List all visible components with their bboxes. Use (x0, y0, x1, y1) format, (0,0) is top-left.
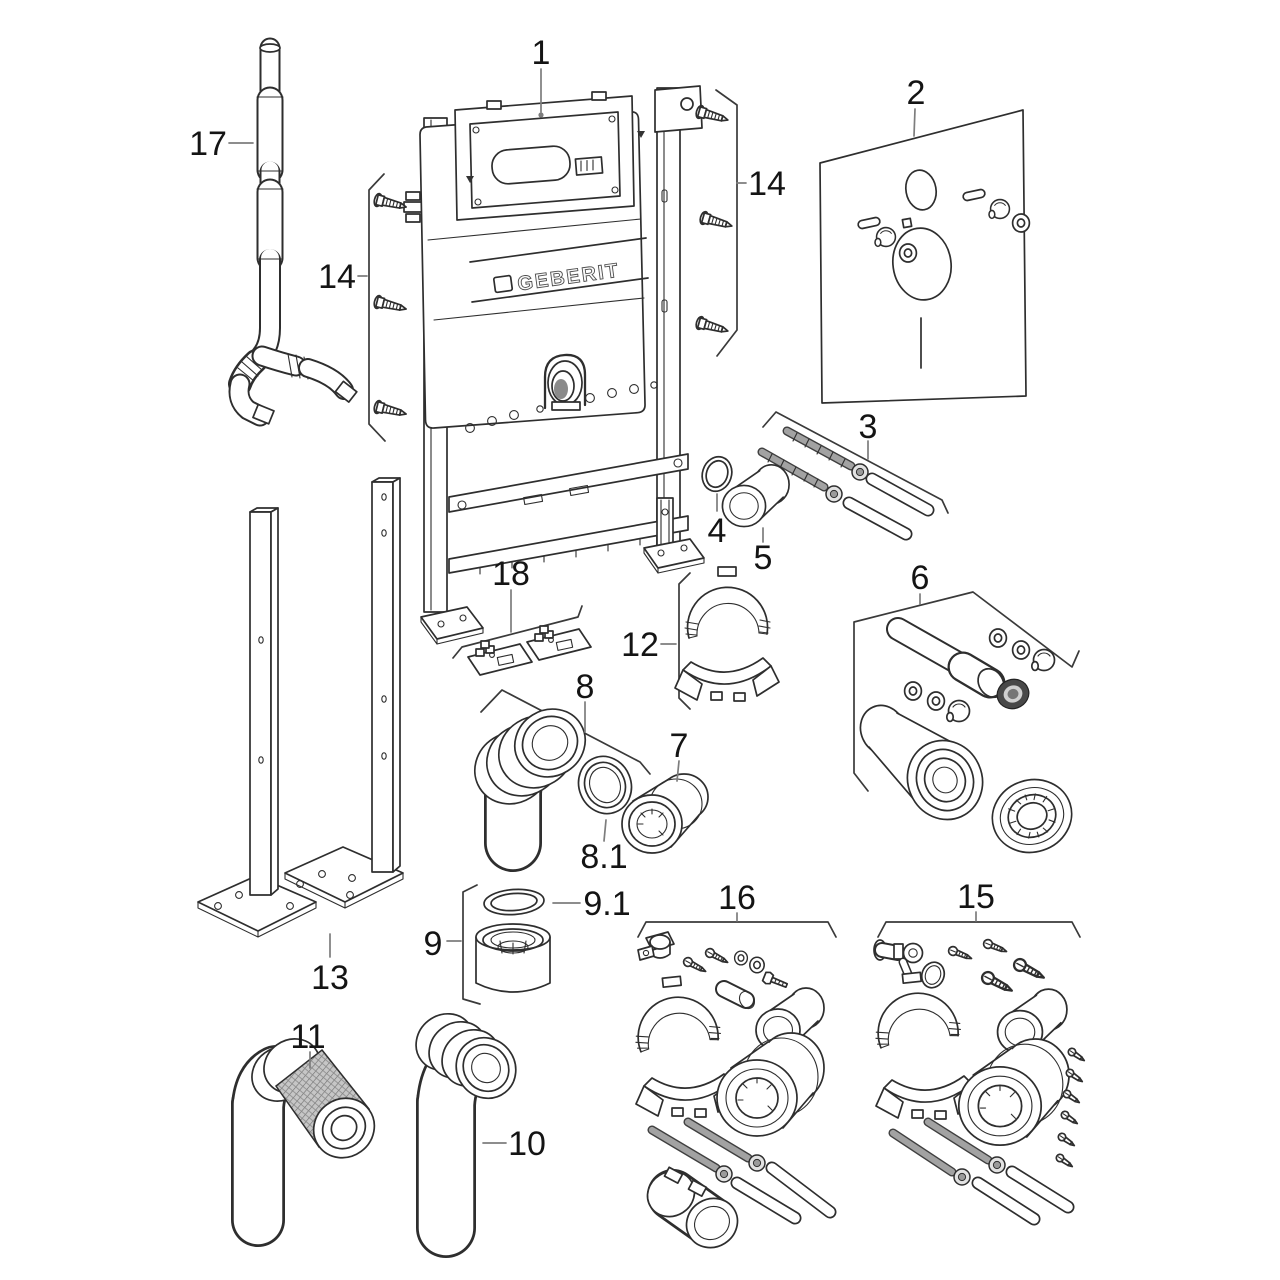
part-13-floor-posts (197, 477, 404, 938)
label-part-15: 15 (957, 878, 995, 916)
label-part-13: 13 (311, 959, 349, 997)
part-3-rod-set (757, 411, 949, 541)
part-16-accessory-set (628, 921, 837, 1249)
part-14-screws-right (693, 89, 738, 357)
part-14-screws-left (368, 173, 409, 442)
part-10-long-elbow (415, 1012, 517, 1258)
part-4-seal-ring (701, 455, 733, 493)
label-part-16: 16 (718, 879, 756, 917)
label-part-12: 12 (621, 626, 659, 664)
label-part-10: 10 (508, 1125, 546, 1163)
leader-lines (228, 68, 977, 1144)
part-1-cistern-frame: GEBERIT (403, 85, 705, 645)
part-8-outlet-elbow (473, 689, 651, 872)
part-9-1-seal (483, 888, 545, 916)
label-part-8-1: 8.1 (580, 838, 627, 876)
part-7-connector-sleeve (621, 773, 709, 854)
label-part-5: 5 (754, 539, 773, 577)
label-part-1: 1 (532, 34, 551, 72)
part-11-knurled-elbow (231, 1038, 376, 1247)
label-part-8: 8 (576, 668, 595, 706)
part-6-connection-set (853, 591, 1080, 854)
part-8-1-seal (577, 755, 633, 815)
part-17-water-supply-pipe (228, 37, 358, 427)
label-part-6: 6 (911, 559, 930, 597)
label-part-18: 18 (492, 555, 530, 593)
label-part-11: 11 (290, 1018, 325, 1056)
part-12-pipe-clamp (674, 566, 780, 710)
label-part-14-right: 14 (748, 165, 786, 203)
part-9-inlet-sleeve (462, 884, 551, 1005)
label-part-2: 2 (907, 74, 926, 112)
label-part-14-left: 14 (318, 258, 356, 296)
label-part-3: 3 (859, 408, 878, 446)
part-2-insulation-mat (819, 109, 1031, 404)
part-18-fastening-plates (452, 605, 592, 676)
label-part-17: 17 (189, 125, 227, 163)
label-part-4: 4 (708, 512, 727, 550)
part-15-accessory-set (868, 921, 1088, 1226)
label-part-9: 9 (424, 925, 443, 963)
label-part-9-1: 9.1 (583, 885, 630, 923)
part-number-labels: 1 2 3 4 5 6 7 8 8.1 9 9.1 10 11 12 13 14… (189, 34, 995, 1163)
label-part-7: 7 (670, 727, 689, 765)
